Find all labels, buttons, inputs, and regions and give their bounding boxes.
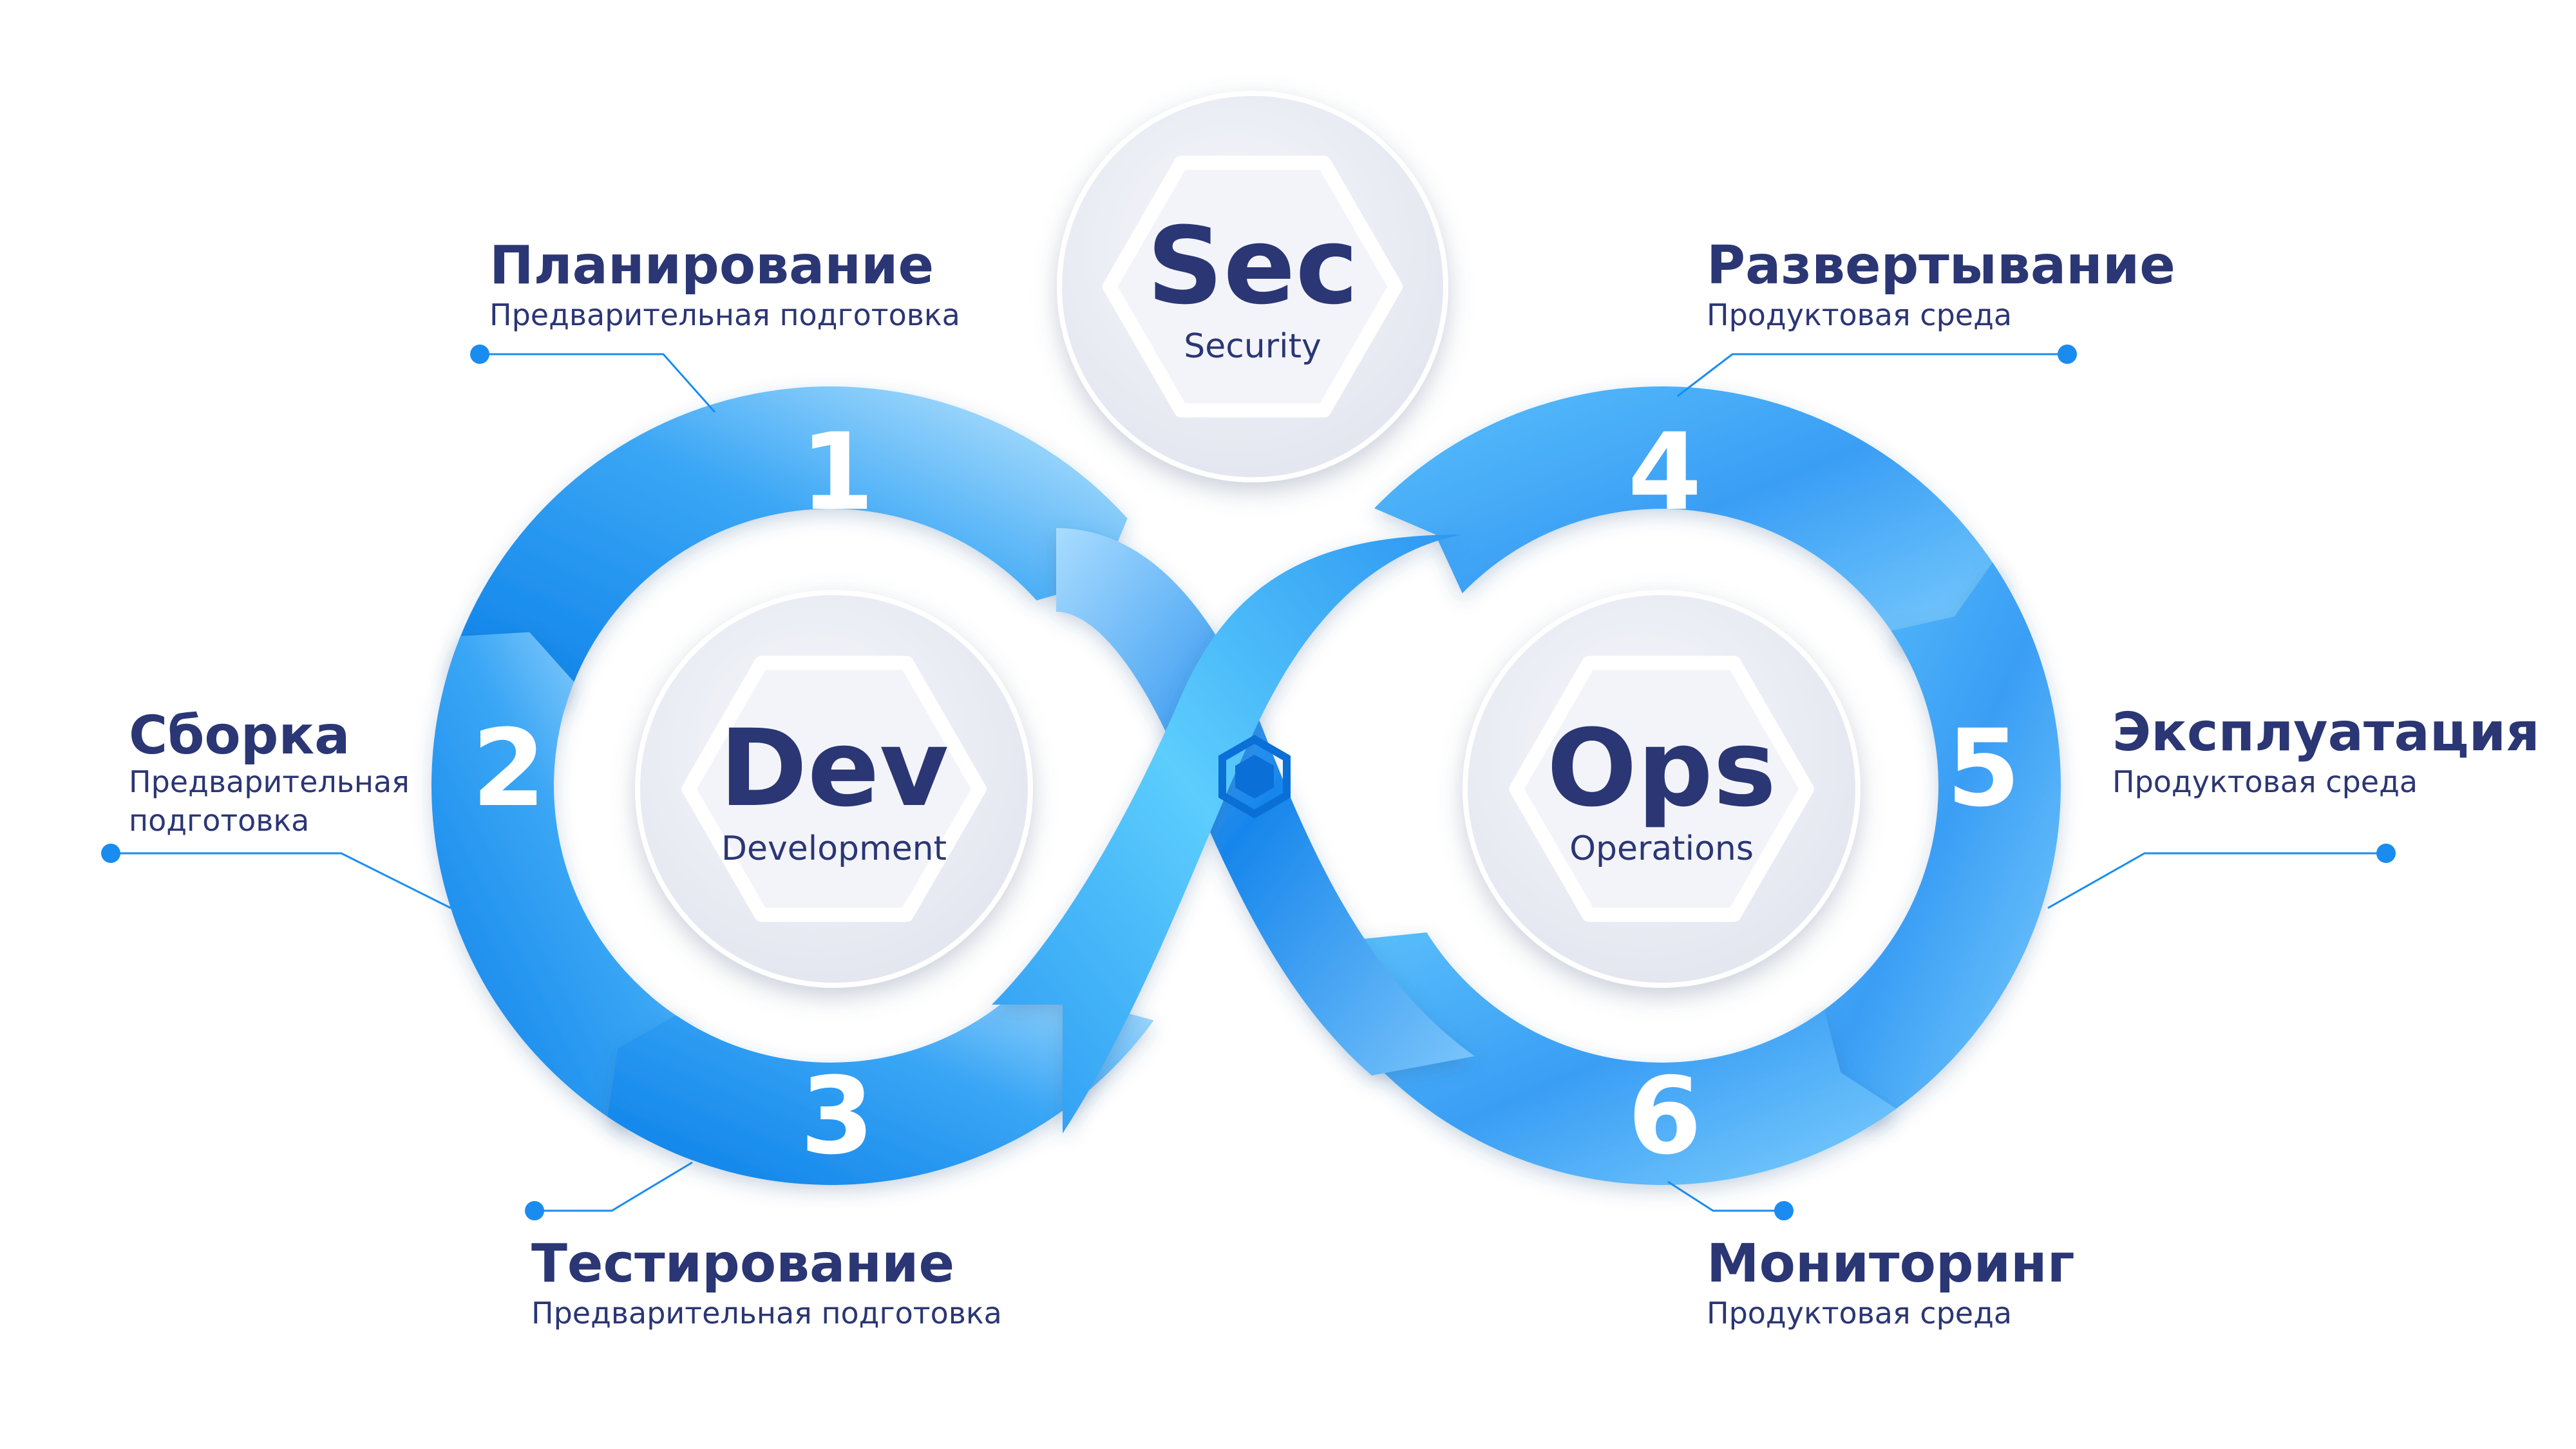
- leader-dot-5: [2376, 844, 2396, 863]
- leader-dot-3: [525, 1201, 544, 1220]
- leader-dot-1: [470, 345, 489, 364]
- stage-title: Планирование: [489, 235, 934, 296]
- stage-subtitle: Продуктовая среда: [1707, 1296, 2012, 1331]
- leader-line-1: [480, 353, 716, 413]
- ring-segment-3: [607, 948, 1154, 1186]
- stage-title: Тестирование: [531, 1233, 954, 1294]
- stage-subtitle-line2: подготовка: [129, 803, 309, 838]
- leader-line-3: [535, 1161, 693, 1212]
- step-number-2: 2: [472, 706, 546, 830]
- hub-ops-title: Ops: [1547, 706, 1777, 830]
- ring-segment-2: [431, 632, 692, 1132]
- step-number-6: 6: [1628, 1054, 1702, 1178]
- hub-dev-subtitle: Development: [721, 829, 947, 868]
- hub-sec-hexagon: [1103, 155, 1403, 418]
- step-number-1: 1: [800, 410, 875, 534]
- stage-subtitle-line1: Предварительная: [129, 764, 410, 799]
- stage-title: Развертывание: [1707, 235, 2175, 296]
- hub-ops-subtitle: Operations: [1569, 829, 1754, 868]
- ring-segment-4: [1374, 386, 2007, 647]
- hub-sec-subtitle: Security: [1184, 327, 1321, 366]
- infinity-band-back: [1056, 528, 1475, 1075]
- leader-line-2: [111, 852, 451, 909]
- leader-line-6: [1667, 1180, 1784, 1212]
- ring-segment-6: [1323, 932, 1897, 1185]
- stage-subtitle: Предварительная подготовка: [531, 1296, 1002, 1331]
- ring-segment-1: [447, 386, 1128, 710]
- hub-dev-hexagon: [681, 656, 987, 922]
- hexagon-icon: [1218, 735, 1291, 819]
- hub-sec-title: Sec: [1147, 204, 1359, 328]
- step-number-4: 4: [1628, 410, 1702, 534]
- leader-line-4: [1677, 353, 2067, 397]
- stage-subtitle: Предварительная подготовка: [489, 298, 960, 332]
- step-number-3: 3: [800, 1054, 875, 1178]
- stage-subtitle: Продуктовая среда: [2112, 764, 2418, 799]
- stage-title: Мониторинг: [1707, 1233, 2075, 1294]
- stage-subtitle: Продуктовая среда: [1707, 298, 2012, 332]
- stage-title: Сборка: [129, 705, 350, 766]
- step-number-5: 5: [1947, 706, 2021, 830]
- leader-dot-4: [2058, 345, 2077, 364]
- leader-dot-6: [1774, 1201, 1794, 1220]
- infinity-band-front: [992, 535, 1462, 1133]
- hub-ops-hexagon: [1509, 656, 1814, 922]
- ring-segment-5: [1808, 562, 2061, 1124]
- leader-dot-2: [101, 844, 120, 863]
- leader-line-5: [2047, 852, 2386, 909]
- hub-dev-title: Dev: [719, 706, 949, 830]
- stage-title: Эксплуатация: [2112, 702, 2540, 763]
